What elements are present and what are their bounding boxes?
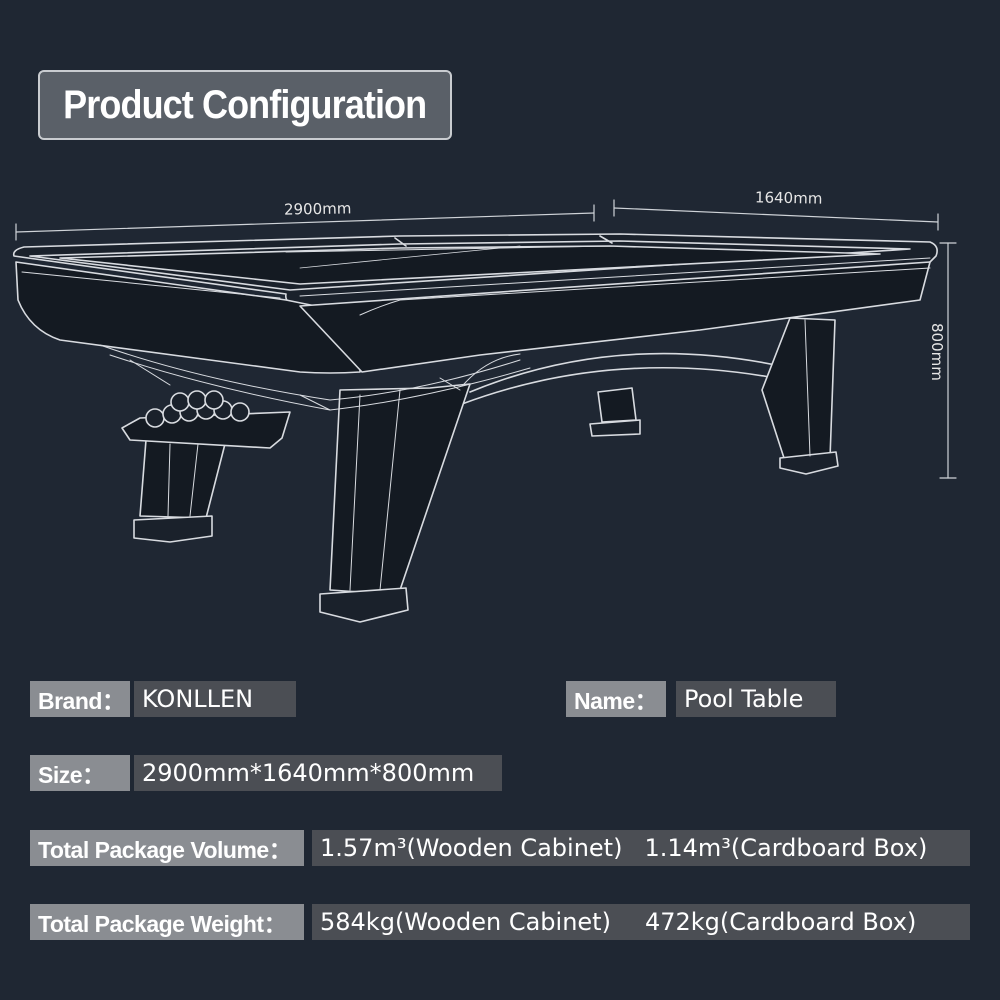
title-banner: Product Configuration — [38, 70, 452, 140]
weight-wooden: 584kg(Wooden Cabinet) — [320, 908, 611, 936]
name-value: Pool Table — [676, 681, 836, 717]
weight-value: 584kg(Wooden Cabinet) 472kg(Cardboard Bo… — [312, 904, 970, 940]
page-title: Product Configuration — [63, 82, 427, 127]
brand-label: Brand： — [30, 681, 130, 717]
dimension-lines — [15, 199, 957, 479]
size-label: Size： — [30, 755, 130, 791]
width-dimension: 2900mm — [283, 199, 352, 219]
volume-value: 1.57m³(Wooden Cabinet) 1.14m³(Cardboard … — [312, 830, 970, 866]
depth-dimension: 1640mm — [754, 188, 823, 208]
size-value: 2900mm*1640mm*800mm — [134, 755, 502, 791]
brand-value: KONLLEN — [134, 681, 296, 717]
volume-wooden: 1.57m³(Wooden Cabinet) — [320, 834, 623, 862]
volume-cardboard: 1.14m³(Cardboard Box) — [644, 834, 928, 862]
weight-cardboard: 472kg(Cardboard Box) — [644, 908, 917, 936]
volume-label: Total Package Volume： — [30, 830, 304, 866]
table-base — [99, 317, 839, 623]
name-label: Name： — [566, 681, 666, 717]
weight-label: Total Package Weight： — [30, 904, 304, 940]
height-dimension: 800mm — [928, 323, 946, 381]
